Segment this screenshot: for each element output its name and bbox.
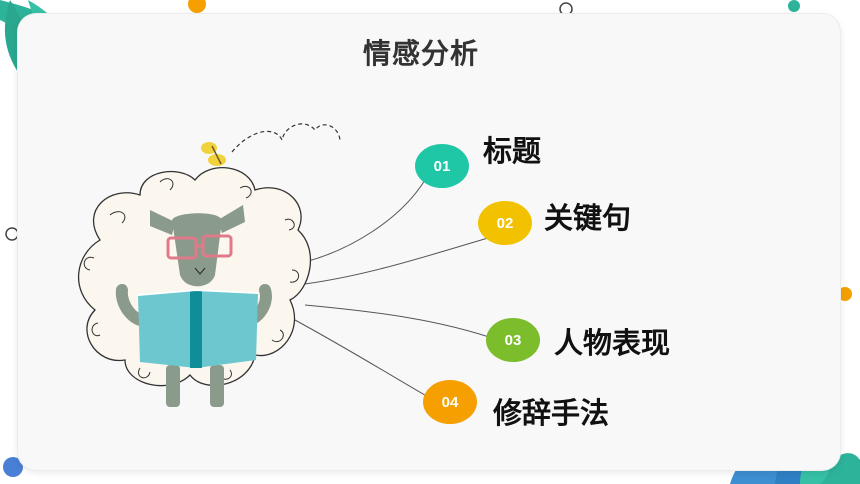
item-number-badge: 01	[415, 144, 469, 188]
sheep-leg	[166, 365, 180, 407]
teal-dot-decor	[788, 0, 800, 12]
connector-lines	[294, 179, 499, 399]
item-number: 01	[433, 157, 451, 175]
item-label: 标题	[483, 134, 542, 168]
book-icon	[137, 288, 259, 368]
blue-dot-decor	[3, 457, 23, 477]
sheep-leg	[210, 365, 224, 407]
butterfly-icon	[201, 142, 226, 166]
item-number-badge: 02	[478, 201, 532, 245]
item-number: 04	[441, 393, 459, 411]
page-title: 情感分析	[362, 37, 479, 70]
item-number: 03	[504, 331, 522, 349]
dashed-flight-path	[231, 123, 341, 153]
item-number-badge: 03	[486, 318, 540, 362]
item-label: 修辞手法	[493, 396, 610, 430]
orange-dot-right	[838, 287, 852, 301]
item-number: 02	[496, 214, 514, 232]
item-label: 关键句	[544, 201, 632, 235]
item-number-badge: 04	[423, 380, 477, 424]
orange-dot-decor	[188, 0, 206, 13]
glasses-icon	[166, 234, 233, 260]
item-label: 人物表现	[554, 326, 671, 360]
